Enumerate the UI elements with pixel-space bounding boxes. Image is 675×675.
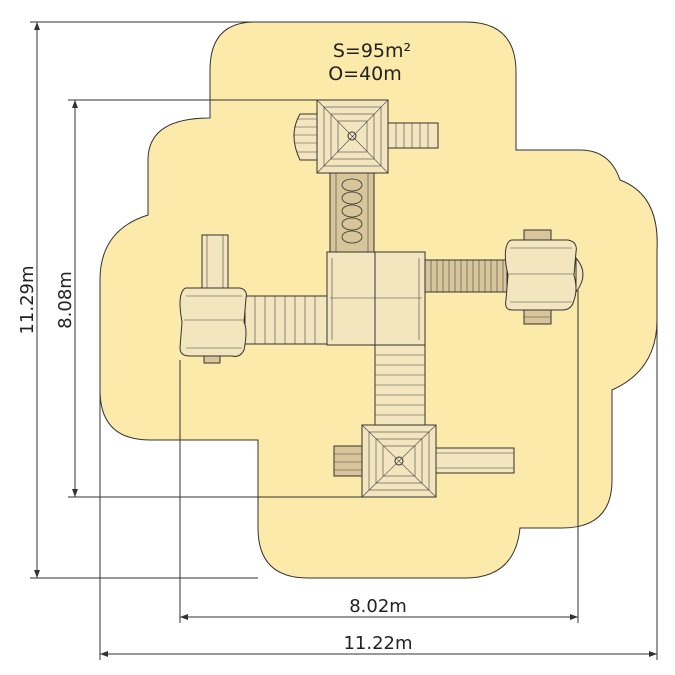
- dimension-outer-width-label: 11.22m: [343, 633, 412, 654]
- area-perimeter-label: O=40m: [328, 63, 402, 85]
- bottom-tower: [361, 424, 437, 498]
- top-left-climber: [293, 113, 318, 161]
- top-tower: [316, 99, 389, 174]
- right-platform: [504, 239, 577, 311]
- left-slide: [201, 234, 229, 291]
- lower-ramp: [374, 344, 426, 426]
- dimension-inner-width-label: 8.02m: [349, 596, 407, 617]
- dimension-inner-width: [179, 290, 579, 623]
- chain-net: [329, 172, 375, 253]
- left-platform: [179, 287, 247, 357]
- right-tunnel: [424, 259, 508, 293]
- top-right-bridge: [387, 122, 439, 149]
- area-surface-label: S=95m²: [333, 40, 411, 62]
- left-steps: [203, 355, 221, 364]
- dimension-outer-width: [99, 320, 658, 660]
- central-platform: [326, 251, 426, 346]
- left-bridge: [244, 295, 328, 345]
- right-top-steps: [523, 229, 552, 241]
- right-bottom-steps: [523, 309, 552, 325]
- dimension-inner-height-label: 8.08m: [55, 271, 76, 329]
- dimension-outer-height: [30, 21, 258, 579]
- bottom-right-slide: [435, 447, 515, 474]
- bottom-left-steps: [333, 445, 363, 477]
- right-side-curve: [575, 256, 584, 294]
- dimension-outer-height-label: 11.29m: [17, 265, 38, 334]
- dimension-inner-height: [68, 99, 365, 498]
